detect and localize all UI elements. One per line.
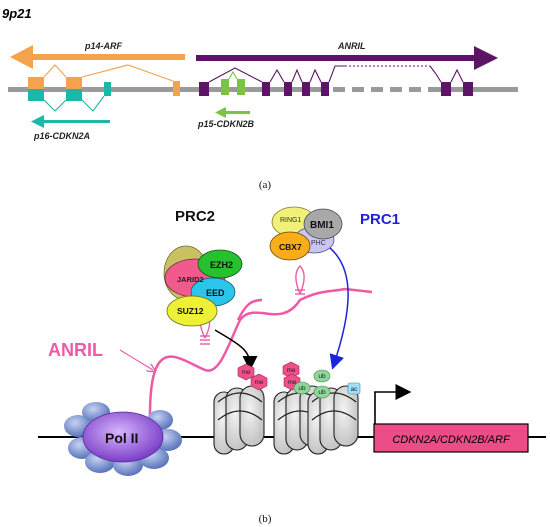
anril-rna-label: ANRIL <box>48 340 103 360</box>
panel-b: ANRIL PRC2 JARID2 EZH2 EED SUZ12 PRC1 RI… <box>38 206 546 525</box>
ubiquitin-label: ub <box>318 389 326 396</box>
prc1-title: PRC1 <box>360 211 400 228</box>
p15-label: p15-CDKN2B <box>197 119 255 129</box>
caption-b: (b) <box>259 513 272 525</box>
pol2-complex: Pol II <box>64 402 182 476</box>
methyl-label: me <box>287 379 296 386</box>
p16-label: p16-CDKN2A <box>33 131 90 141</box>
ezh2-label: EZH2 <box>210 260 233 270</box>
jarid2-label: JARID2 <box>177 275 204 284</box>
anril-pointer <box>119 349 153 370</box>
ubiquitin-label: ub <box>298 385 306 392</box>
methyl-mark: me <box>237 363 255 381</box>
p14arf-arrow <box>10 45 185 69</box>
suz12-label: SUZ12 <box>177 306 204 316</box>
ezh2-subunit <box>197 249 243 279</box>
pol2-core <box>82 411 164 463</box>
ubiquitin-mark: ub <box>293 381 311 395</box>
bmi1-subunit <box>303 208 343 240</box>
p16-exons <box>28 82 111 101</box>
histone-marks: me me me me ub ub <box>237 361 361 399</box>
nucleosome <box>307 385 359 455</box>
p14arf-exons <box>28 77 180 96</box>
prc2-recruit-arrow <box>214 329 258 371</box>
cbx7-subunit <box>269 231 311 261</box>
p15-arrow <box>215 107 250 118</box>
p15-intron <box>228 70 238 80</box>
acetyl-mark: ac <box>347 382 361 395</box>
p16-introns <box>43 95 105 112</box>
prc1-recruit-arrow <box>329 247 349 370</box>
p14arf-introns <box>43 64 174 82</box>
prc2-title: PRC2 <box>175 208 215 225</box>
p14arf-label: p14-ARF <box>84 41 123 51</box>
anril-gene-label: ANRIL <box>337 41 366 51</box>
nucleosome <box>213 385 265 455</box>
methyl-label: me <box>241 369 250 376</box>
ubiquitin-mark: ub <box>313 369 331 383</box>
panel-a: 9p21 p14-ARF ANRIL <box>2 6 518 191</box>
anril-arrow <box>196 46 498 70</box>
locus-label: 9p21 <box>2 6 32 21</box>
bmi1-label: BMI1 <box>310 220 334 231</box>
suz12-subunit <box>166 295 218 327</box>
prc2-complex: JARID2 EZH2 EED SUZ12 <box>163 245 243 327</box>
phc-label: PHC <box>311 240 326 247</box>
prc1-complex: RING1 BMI1 PHC CBX7 <box>269 206 343 261</box>
anril-introns <box>208 65 464 83</box>
caption-a: (a) <box>259 179 272 191</box>
p15-exons <box>221 79 245 95</box>
anril-rna-tail <box>236 298 263 321</box>
acetyl-label: ac <box>351 386 359 393</box>
anril-exons <box>199 82 473 96</box>
prc1-hairpin <box>295 265 305 295</box>
methyl-label: me <box>286 367 295 374</box>
ubiquitin-mark: ub <box>313 385 331 399</box>
p16-arrow <box>31 115 110 128</box>
methyl-mark: me <box>282 361 300 379</box>
ubiquitin-label: ub <box>318 373 326 380</box>
ring1-label: RING1 <box>280 217 302 224</box>
nucleosomes <box>213 385 359 455</box>
anril-rna <box>148 287 373 416</box>
methyl-label: me <box>254 379 263 386</box>
methyl-mark: me <box>250 373 268 391</box>
eed-label: EED <box>206 288 225 298</box>
target-gene-label: CDKN2A/CDKN2B/ARF <box>392 434 511 446</box>
target-gene-box <box>373 423 529 453</box>
tss-arrow <box>374 384 412 437</box>
pol2-label: Pol II <box>105 430 138 446</box>
cbx7-label: CBX7 <box>279 242 302 252</box>
